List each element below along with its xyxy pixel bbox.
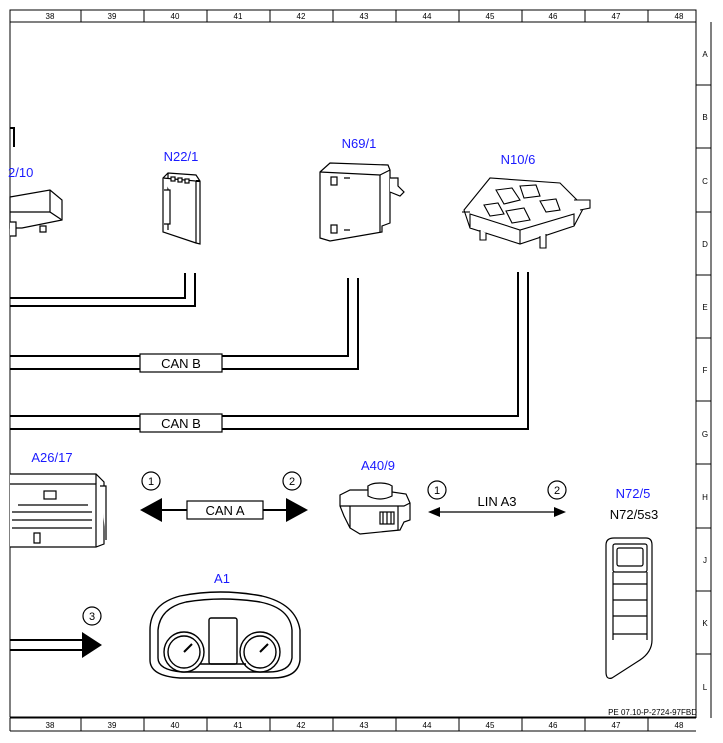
label-n22-1: N22/1 [164, 149, 199, 164]
bottom-col-41: 41 [234, 721, 243, 730]
bottom-col-45: 45 [486, 721, 495, 730]
lin-arrow-left-icon [428, 507, 440, 517]
bottom-col-43: 43 [360, 721, 369, 730]
lin-arrow-right-icon [554, 507, 566, 517]
marker-1-right: 1 [427, 480, 447, 500]
can-b-1-box: CAN B [139, 353, 223, 373]
top-col-38: 38 [46, 12, 55, 21]
component-2-10-drawing [9, 189, 63, 237]
row-c: C [702, 177, 708, 186]
marker-3: 3 [82, 606, 102, 626]
arrow-left-icon [140, 498, 162, 522]
component-a26-17-drawing [10, 473, 107, 548]
top-col-41: 41 [234, 12, 243, 21]
component-a40-9-drawing [339, 482, 411, 535]
label-a1: A1 [214, 571, 230, 586]
bottom-col-40: 40 [171, 721, 180, 730]
frame [9, 9, 712, 732]
row-e: E [702, 303, 707, 312]
top-col-47: 47 [612, 12, 621, 21]
component-n22-1-drawing [162, 172, 201, 245]
svg-text:1: 1 [148, 476, 154, 488]
top-col-46: 46 [549, 12, 558, 21]
wire-can-b-2 [10, 272, 529, 430]
component-n10-6-drawing [462, 177, 591, 249]
component-n72-5-drawing [605, 537, 653, 679]
svg-text:2: 2 [289, 476, 295, 488]
label-n72-5: N72/5 [616, 486, 651, 501]
lin-a3-connection: LIN A3 [428, 494, 566, 517]
row-b: B [702, 113, 707, 122]
component-a1-drawing [149, 591, 301, 679]
marker-2-left: 2 [282, 471, 302, 491]
label-n69-1: N69/1 [342, 136, 377, 151]
row-k: K [702, 619, 708, 628]
label-n10-6: N10/6 [501, 152, 536, 167]
bottom-col-38: 38 [46, 721, 55, 730]
bottom-col-44: 44 [423, 721, 432, 730]
arrow-3-icon [82, 632, 102, 658]
top-col-48: 48 [675, 12, 684, 21]
row-h: H [702, 493, 708, 502]
label-2-10: 2/10 [8, 165, 33, 180]
top-col-42: 42 [297, 12, 306, 21]
top-col-43: 43 [360, 12, 369, 21]
component-n69-1-drawing [319, 162, 405, 242]
partial-bracket [10, 127, 15, 147]
wire-can-b-1 [10, 278, 359, 370]
svg-text:2: 2 [554, 485, 560, 497]
top-col-40: 40 [171, 12, 180, 21]
can-b-2-box: CAN B [139, 413, 223, 433]
bottom-col-42: 42 [297, 721, 306, 730]
top-col-45: 45 [486, 12, 495, 21]
can-a-label: CAN A [205, 503, 244, 518]
bottom-column-ruler: 38 39 40 41 42 43 44 45 46 47 48 [46, 718, 684, 731]
row-a: A [702, 50, 708, 59]
bottom-col-46: 46 [549, 721, 558, 730]
top-col-39: 39 [108, 12, 117, 21]
marker-1-left: 1 [141, 471, 161, 491]
arrow-right-icon [286, 498, 308, 522]
top-column-ruler: 38 39 40 41 42 43 44 45 46 47 48 [46, 10, 684, 22]
lin-a3-label: LIN A3 [477, 494, 516, 509]
bottom-col-48: 48 [675, 721, 684, 730]
right-row-ruler: A B C D E F G H J K L [696, 50, 711, 692]
label-a40-9: A40/9 [361, 458, 395, 473]
marker-2-right: 2 [547, 480, 567, 500]
row-d: D [702, 240, 708, 249]
row-j: J [703, 556, 707, 565]
svg-text:1: 1 [434, 485, 440, 497]
can-b-1-label: CAN B [161, 356, 201, 371]
bottom-col-39: 39 [108, 721, 117, 730]
top-col-44: 44 [423, 12, 432, 21]
row-l: L [703, 683, 708, 692]
reference-code: PE 07.10-P-2724-97FBD [608, 708, 697, 717]
row-f: F [703, 366, 708, 375]
row-g: G [702, 430, 708, 439]
arrow-3-connection [10, 632, 102, 658]
svg-text:3: 3 [89, 611, 95, 623]
bottom-col-47: 47 [612, 721, 621, 730]
label-a26-17: A26/17 [31, 450, 72, 465]
can-b-2-label: CAN B [161, 416, 201, 431]
can-a-connection: CAN A [140, 498, 308, 522]
label-n72-5s3: N72/5s3 [610, 507, 658, 522]
wire-n22-1 [10, 273, 196, 307]
